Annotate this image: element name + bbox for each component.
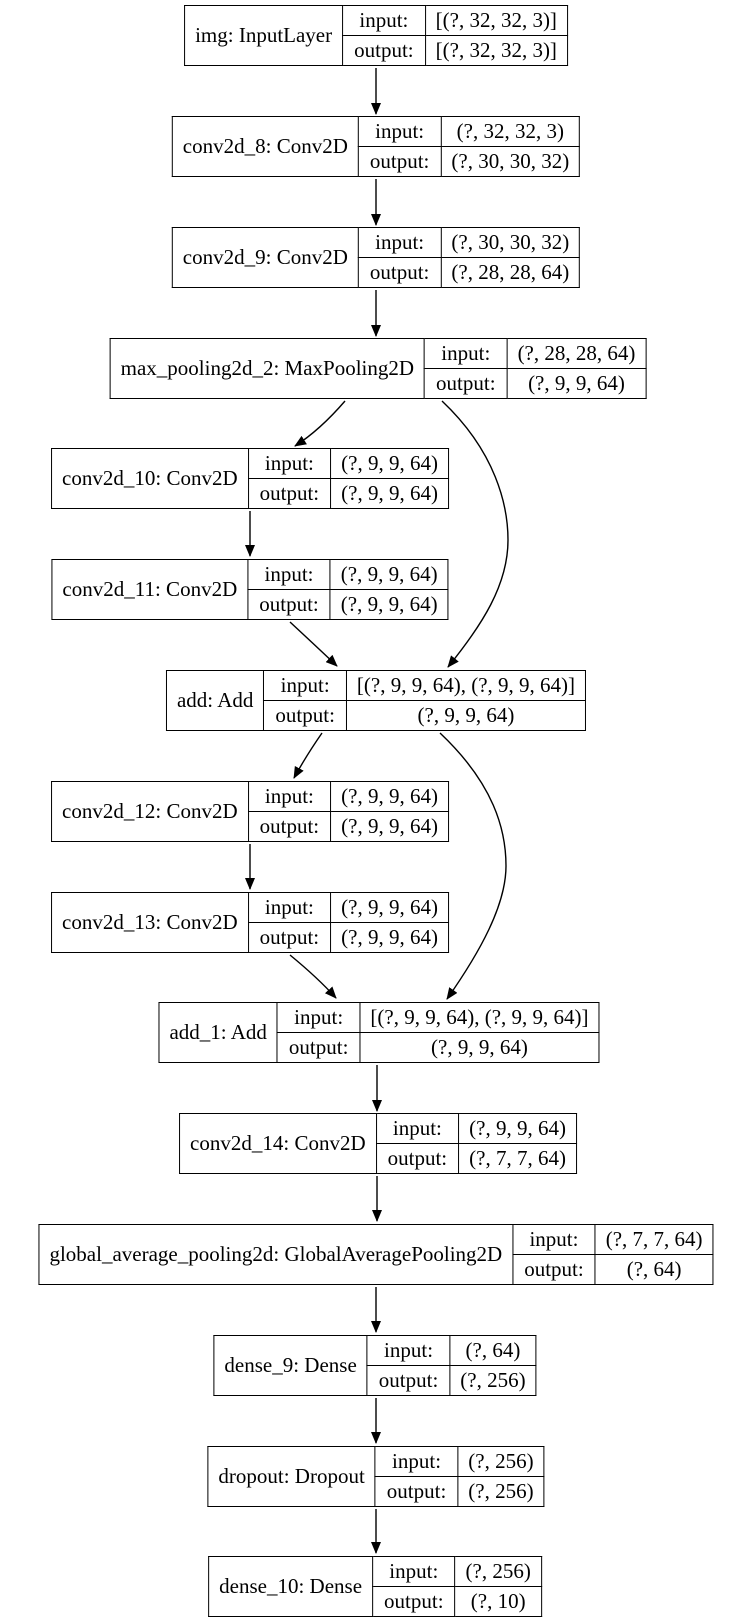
edge-conv2d_13-add_1 — [289, 954, 337, 999]
input-shape: (?, 32, 32, 3) — [440, 116, 581, 147]
input-shape: (?, 7, 7, 64) — [594, 1224, 714, 1255]
input-key: input: — [276, 1002, 361, 1033]
input-shape: (?, 9, 9, 64) — [329, 559, 449, 590]
input-key: input: — [263, 670, 347, 701]
output-key: output: — [375, 1143, 460, 1174]
input-key: input: — [342, 5, 426, 36]
node-add: add: Add input: [(?, 9, 9, 64), (?, 9, 9… — [165, 670, 587, 731]
output-key: output: — [372, 1586, 456, 1617]
output-shape: (?, 10) — [454, 1586, 542, 1617]
output-key: output: — [276, 1032, 361, 1063]
node-label: conv2d_10: Conv2D — [51, 448, 249, 509]
output-shape: (?, 9, 9, 64) — [345, 700, 587, 731]
output-shape: (?, 9, 9, 64) — [359, 1032, 600, 1063]
node-conv2d_9: conv2d_9: Conv2D input: (?, 30, 30, 32) … — [171, 227, 581, 288]
output-key: output: — [366, 1365, 451, 1396]
edge-add-add_1-skip — [439, 732, 507, 1000]
input-key: input: — [424, 338, 508, 369]
input-shape: (?, 9, 9, 64) — [330, 448, 449, 479]
input-key: input: — [247, 781, 332, 812]
edge-maxpool-conv2d_10 — [294, 400, 346, 447]
node-conv2d_13: conv2d_13: Conv2D input: (?, 9, 9, 64) o… — [51, 892, 449, 953]
node-conv2d_10: conv2d_10: Conv2D input: (?, 9, 9, 64) o… — [51, 448, 449, 509]
node-img: img: InputLayer input: [(?, 32, 32, 3)] … — [184, 5, 568, 66]
node-conv2d_8: conv2d_8: Conv2D input: (?, 32, 32, 3) o… — [171, 116, 581, 177]
node-conv2d_14: conv2d_14: Conv2D input: (?, 9, 9, 64) o… — [179, 1113, 577, 1174]
edge-conv2d_11-add — [289, 621, 338, 667]
input-shape: [(?, 9, 9, 64), (?, 9, 9, 64)] — [345, 670, 587, 701]
output-key: output: — [374, 1476, 459, 1507]
node-conv2d_11: conv2d_11: Conv2D input: (?, 9, 9, 64) o… — [51, 559, 449, 620]
input-shape: (?, 256) — [457, 1446, 545, 1477]
output-key: output: — [512, 1254, 596, 1285]
output-key: output: — [247, 922, 332, 953]
output-key: output: — [424, 368, 508, 399]
output-key: output: — [357, 257, 442, 288]
output-shape: (?, 9, 9, 64) — [330, 478, 449, 509]
output-shape: (?, 30, 30, 32) — [440, 146, 581, 177]
node-label: conv2d_8: Conv2D — [171, 116, 359, 177]
input-key: input: — [247, 448, 332, 479]
output-shape: (?, 9, 9, 64) — [506, 368, 647, 399]
node-label: dropout: Dropout — [207, 1446, 376, 1507]
node-dropout: dropout: Dropout input: (?, 256) output:… — [207, 1446, 545, 1507]
node-label: global_average_pooling2d: GlobalAverageP… — [38, 1224, 514, 1285]
input-key: input: — [372, 1556, 456, 1587]
output-shape: (?, 64) — [594, 1254, 714, 1285]
input-key: input: — [366, 1335, 451, 1366]
output-shape: [(?, 32, 32, 3)] — [424, 35, 568, 66]
output-shape: (?, 28, 28, 64) — [440, 257, 581, 288]
input-key: input: — [374, 1446, 459, 1477]
output-shape: (?, 7, 7, 64) — [458, 1143, 577, 1174]
input-shape: (?, 256) — [454, 1556, 542, 1587]
node-label: max_pooling2d_2: MaxPooling2D — [109, 338, 426, 399]
input-shape: (?, 28, 28, 64) — [506, 338, 647, 369]
input-shape: (?, 9, 9, 64) — [330, 781, 449, 812]
node-label: conv2d_9: Conv2D — [171, 227, 359, 288]
input-key: input: — [357, 227, 442, 258]
node-label: conv2d_12: Conv2D — [51, 781, 249, 842]
input-shape: (?, 9, 9, 64) — [330, 892, 449, 923]
node-dense_9: dense_9: Dense input: (?, 64) output: (?… — [213, 1335, 537, 1396]
node-add_1: add_1: Add input: [(?, 9, 9, 64), (?, 9,… — [158, 1002, 600, 1063]
node-label: conv2d_13: Conv2D — [51, 892, 249, 953]
output-shape: (?, 9, 9, 64) — [330, 922, 449, 953]
input-shape: [(?, 32, 32, 3)] — [424, 5, 568, 36]
input-key: input: — [512, 1224, 596, 1255]
output-shape: (?, 9, 9, 64) — [330, 811, 449, 842]
node-label: add_1: Add — [158, 1002, 278, 1063]
output-key: output: — [342, 35, 426, 66]
node-conv2d_12: conv2d_12: Conv2D input: (?, 9, 9, 64) o… — [51, 781, 449, 842]
output-key: output: — [247, 811, 332, 842]
input-key: input: — [247, 892, 332, 923]
input-shape: (?, 30, 30, 32) — [440, 227, 581, 258]
edge-add-conv2d_12 — [293, 732, 323, 779]
node-max_pooling2d_2: max_pooling2d_2: MaxPooling2D input: (?,… — [109, 338, 647, 399]
input-shape: (?, 9, 9, 64) — [458, 1113, 577, 1144]
edge-maxpool-add-skip — [441, 400, 509, 668]
output-key: output: — [263, 700, 347, 731]
node-dense_10: dense_10: Dense input: (?, 256) output: … — [208, 1556, 542, 1617]
output-key: output: — [247, 478, 332, 509]
input-key: input: — [375, 1113, 460, 1144]
node-label: dense_10: Dense — [208, 1556, 374, 1617]
input-shape: (?, 64) — [449, 1335, 537, 1366]
input-key: input: — [357, 116, 442, 147]
node-label: conv2d_11: Conv2D — [51, 559, 249, 620]
node-global_average_pooling2d: global_average_pooling2d: GlobalAverageP… — [38, 1224, 714, 1285]
output-shape: (?, 256) — [457, 1476, 545, 1507]
output-key: output: — [247, 589, 331, 620]
output-shape: (?, 9, 9, 64) — [329, 589, 449, 620]
input-shape: [(?, 9, 9, 64), (?, 9, 9, 64)] — [359, 1002, 600, 1033]
input-key: input: — [247, 559, 331, 590]
output-key: output: — [357, 146, 442, 177]
node-label: conv2d_14: Conv2D — [179, 1113, 377, 1174]
node-label: dense_9: Dense — [213, 1335, 368, 1396]
node-label: add: Add — [165, 670, 265, 731]
output-shape: (?, 256) — [449, 1365, 537, 1396]
node-label: img: InputLayer — [184, 5, 344, 66]
